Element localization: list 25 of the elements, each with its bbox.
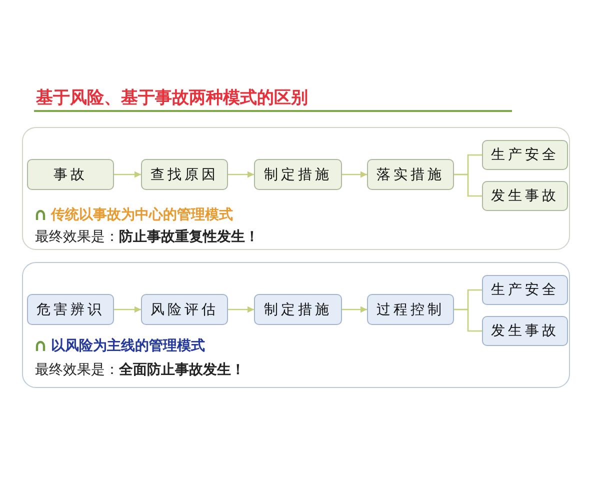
step-box: 落实措施 <box>367 159 454 190</box>
step-box: 制定措施 <box>254 159 342 190</box>
step-box: 制定措施 <box>254 294 342 325</box>
step-box: 事故 <box>27 159 114 190</box>
step-box: 查找原因 <box>141 159 228 190</box>
step-box: 发生事故 <box>482 181 568 211</box>
step-box: 生产安全 <box>482 140 568 170</box>
connector-arrow <box>228 306 254 313</box>
diagram-title: 基于风险、基于事故两种模式的区别 <box>36 87 308 109</box>
step-box: 危害辨识 <box>27 294 114 325</box>
result-text: 最终效果是：防止事故重复性发生！ <box>35 228 259 246</box>
mode-panel <box>22 127 570 250</box>
connector-arrow <box>342 306 367 313</box>
mode-heading: 传统以事故为中心的管理模式 <box>51 206 233 224</box>
connector-arrow <box>114 171 141 178</box>
mode-heading: 以风险为主线的管理模式 <box>51 337 205 355</box>
step-box: 生产安全 <box>482 275 568 305</box>
step-box: 过程控制 <box>367 294 454 325</box>
result-text: 最终效果是：全面防止事故发生！ <box>35 361 245 379</box>
connector-arrow <box>228 171 254 178</box>
step-box: 风险评估 <box>141 294 228 325</box>
connector-arrow <box>114 306 141 313</box>
step-box: 发生事故 <box>482 316 568 346</box>
mode-panel <box>22 262 570 388</box>
connector-arrow <box>342 171 367 178</box>
